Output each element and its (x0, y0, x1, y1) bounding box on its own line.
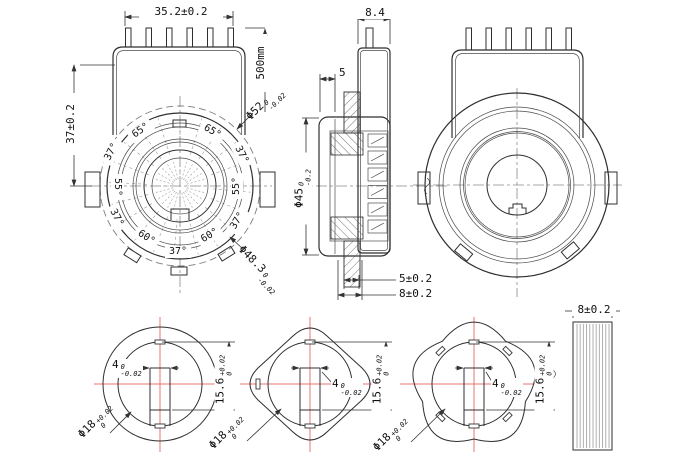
front-keyway-notch (170, 208, 190, 220)
front-bottom-tab-center (170, 266, 188, 276)
rear-bore-circle (486, 154, 548, 216)
rear-terminal-pins (465, 27, 572, 51)
rear-view (413, 27, 622, 297)
rear-keyway-notch (508, 203, 527, 214)
rear-body-circle (424, 92, 610, 278)
side-section-view (296, 12, 448, 300)
bearing-elements (367, 133, 388, 234)
rear-left-lug (417, 171, 431, 205)
rotor-b-outline (249, 327, 371, 441)
section-hatch-lower (330, 216, 364, 240)
stack-strip-view (552, 304, 620, 451)
side-pin (365, 27, 374, 49)
shaft-upper-stub (343, 91, 361, 134)
side-cap-dim-label: 5 (338, 66, 347, 79)
rear-right-lug (604, 171, 618, 205)
front-terminal-pins (125, 27, 234, 48)
cable-length-label: 500mm (254, 34, 267, 92)
front-hub-circle (143, 149, 217, 223)
rotor-views (94, 317, 555, 452)
rear-housing-outline (451, 49, 584, 138)
shaft-lower-stub (343, 240, 361, 288)
front-height-dim-label: 37±0.2 (64, 93, 77, 155)
front-left-lug (84, 171, 101, 208)
side-depth-dim-label: 8.4 (354, 7, 396, 19)
shaft-width-dim-label: 5±0.2 (398, 272, 434, 285)
angle-label-55-right: 55° (231, 173, 243, 199)
dia52-leader (236, 112, 254, 130)
front-body-circle (106, 112, 254, 260)
hub-width-dim-label: 8±0.2 (398, 287, 434, 300)
dia48-leader (229, 236, 244, 250)
front-bottom-tab-left (123, 247, 142, 264)
strip-width-dim-label: 8±0.2 (572, 304, 616, 316)
front-right-lug (259, 171, 276, 208)
section-hatch-upper (330, 132, 364, 156)
angle-label-37-bottom: 37° (165, 246, 191, 258)
front-width-dim-label: 35.2±0.2 (139, 6, 223, 18)
strip-break-mark (552, 369, 556, 379)
strip-outline (572, 321, 613, 451)
front-housing-outline (112, 46, 246, 135)
strip-laminations (575, 324, 610, 448)
angle-label-55-left: 55° (111, 174, 123, 200)
rear-bottom-tab-left (453, 243, 474, 262)
rotor-c-outline (412, 321, 536, 442)
rear-bottom-tab-right (560, 241, 581, 260)
front-bottom-tab-right (217, 245, 236, 262)
